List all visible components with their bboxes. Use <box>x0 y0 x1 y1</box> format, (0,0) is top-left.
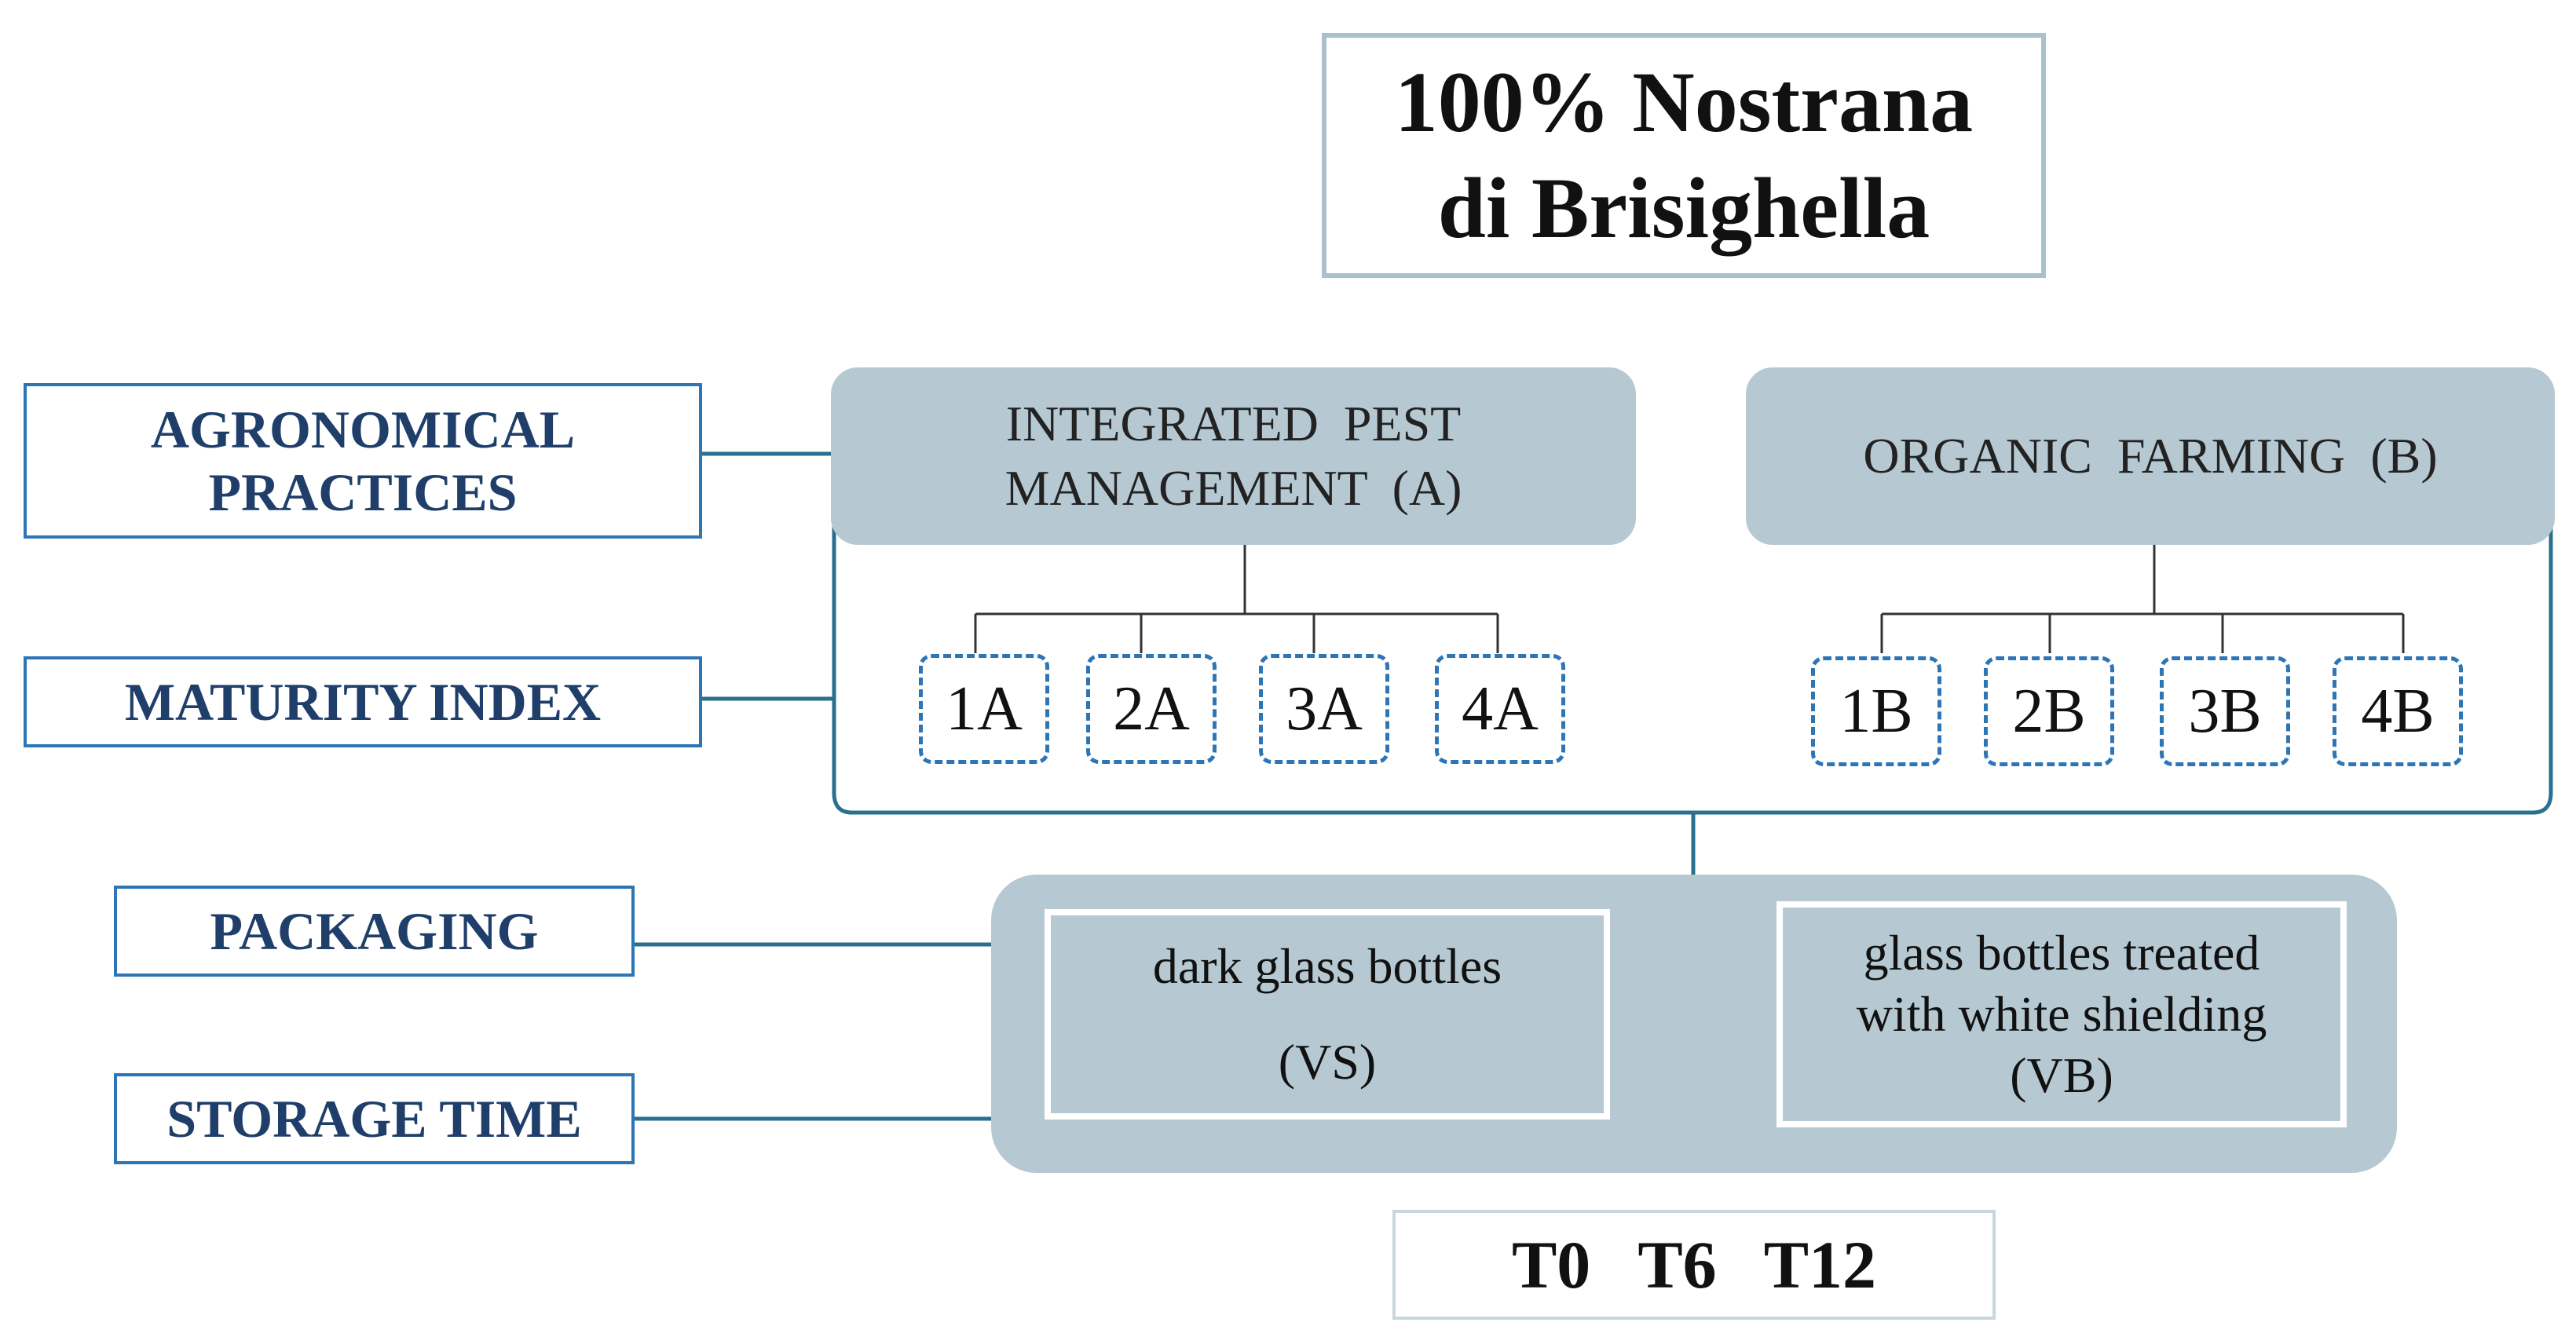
category-integrated-pest-management: INTEGRATED PEST MANAGEMENT (A) <box>831 367 1636 545</box>
packaging-vb-line-1: glass bottles treated <box>1863 925 2260 981</box>
label-maturity-text: MATURITY INDEX <box>124 672 602 732</box>
packaging-vb-line-2: with white shielding <box>1856 986 2267 1042</box>
sample-1b: 1B <box>1811 656 1941 766</box>
label-packaging: PACKAGING <box>114 886 635 977</box>
category-b-line-1: ORGANIC FARMING (B) <box>1863 428 2438 484</box>
sample-2b: 2B <box>1984 656 2114 766</box>
sample-1a: 1A <box>919 654 1049 764</box>
sample-4a-label: 4A <box>1462 674 1539 743</box>
tree-b <box>1880 545 2405 653</box>
sample-1b-label: 1B <box>1839 676 1913 746</box>
storage-time-t12: T12 <box>1763 1227 1877 1302</box>
storage-time-t6: T6 <box>1637 1227 1717 1302</box>
sample-1a-label: 1A <box>946 674 1023 743</box>
category-organic-farming: ORGANIC FARMING (B) <box>1746 367 2555 545</box>
sample-3b: 3B <box>2160 656 2290 766</box>
label-maturity-index: MATURITY INDEX <box>24 656 702 747</box>
label-packaging-text: PACKAGING <box>210 901 539 961</box>
sample-3a: 3A <box>1259 654 1389 764</box>
label-storage-time: STORAGE TIME <box>114 1073 635 1164</box>
category-a-line-1: INTEGRATED PEST <box>1005 396 1462 451</box>
label-agronomical-line-2: PRACTICES <box>208 462 518 522</box>
label-agronomical-line-1: AGRONOMICAL <box>150 400 576 459</box>
sample-4b-label: 4B <box>2361 676 2435 746</box>
sample-2a-label: 2A <box>1113 674 1190 743</box>
diagram-title: 100% Nostrana di Brisighella <box>1322 33 2046 278</box>
packaging-dark-glass: dark glass bottles (VS) <box>1045 909 1610 1120</box>
packaging-vs-line-1: dark glass bottles <box>1152 938 1502 994</box>
sample-3b-label: 3B <box>2188 676 2262 746</box>
title-line-2: di Brisighella <box>1437 160 1930 256</box>
category-a-line-2: MANAGEMENT (A) <box>1004 460 1462 516</box>
sample-2b-label: 2B <box>2012 676 2086 746</box>
tree-a <box>974 545 1499 653</box>
packaging-white-shielding: glass bottles treated with white shieldi… <box>1776 901 2347 1127</box>
title-line-1: 100% Nostrana <box>1394 54 1974 150</box>
sample-2a: 2A <box>1086 654 1217 764</box>
sample-4a: 4A <box>1435 654 1565 764</box>
storage-time-points: T0 T6 T12 <box>1392 1210 1996 1320</box>
storage-time-t0: T0 <box>1511 1227 1591 1302</box>
packaging-vs-line-2: (VS) <box>1278 1034 1377 1090</box>
label-storage-text: STORAGE TIME <box>166 1089 582 1149</box>
sample-4b: 4B <box>2333 656 2463 766</box>
label-agronomical-practices: AGRONOMICAL PRACTICES <box>24 383 702 539</box>
sample-3a-label: 3A <box>1286 674 1363 743</box>
packaging-vb-line-3: (VB) <box>2010 1047 2113 1103</box>
